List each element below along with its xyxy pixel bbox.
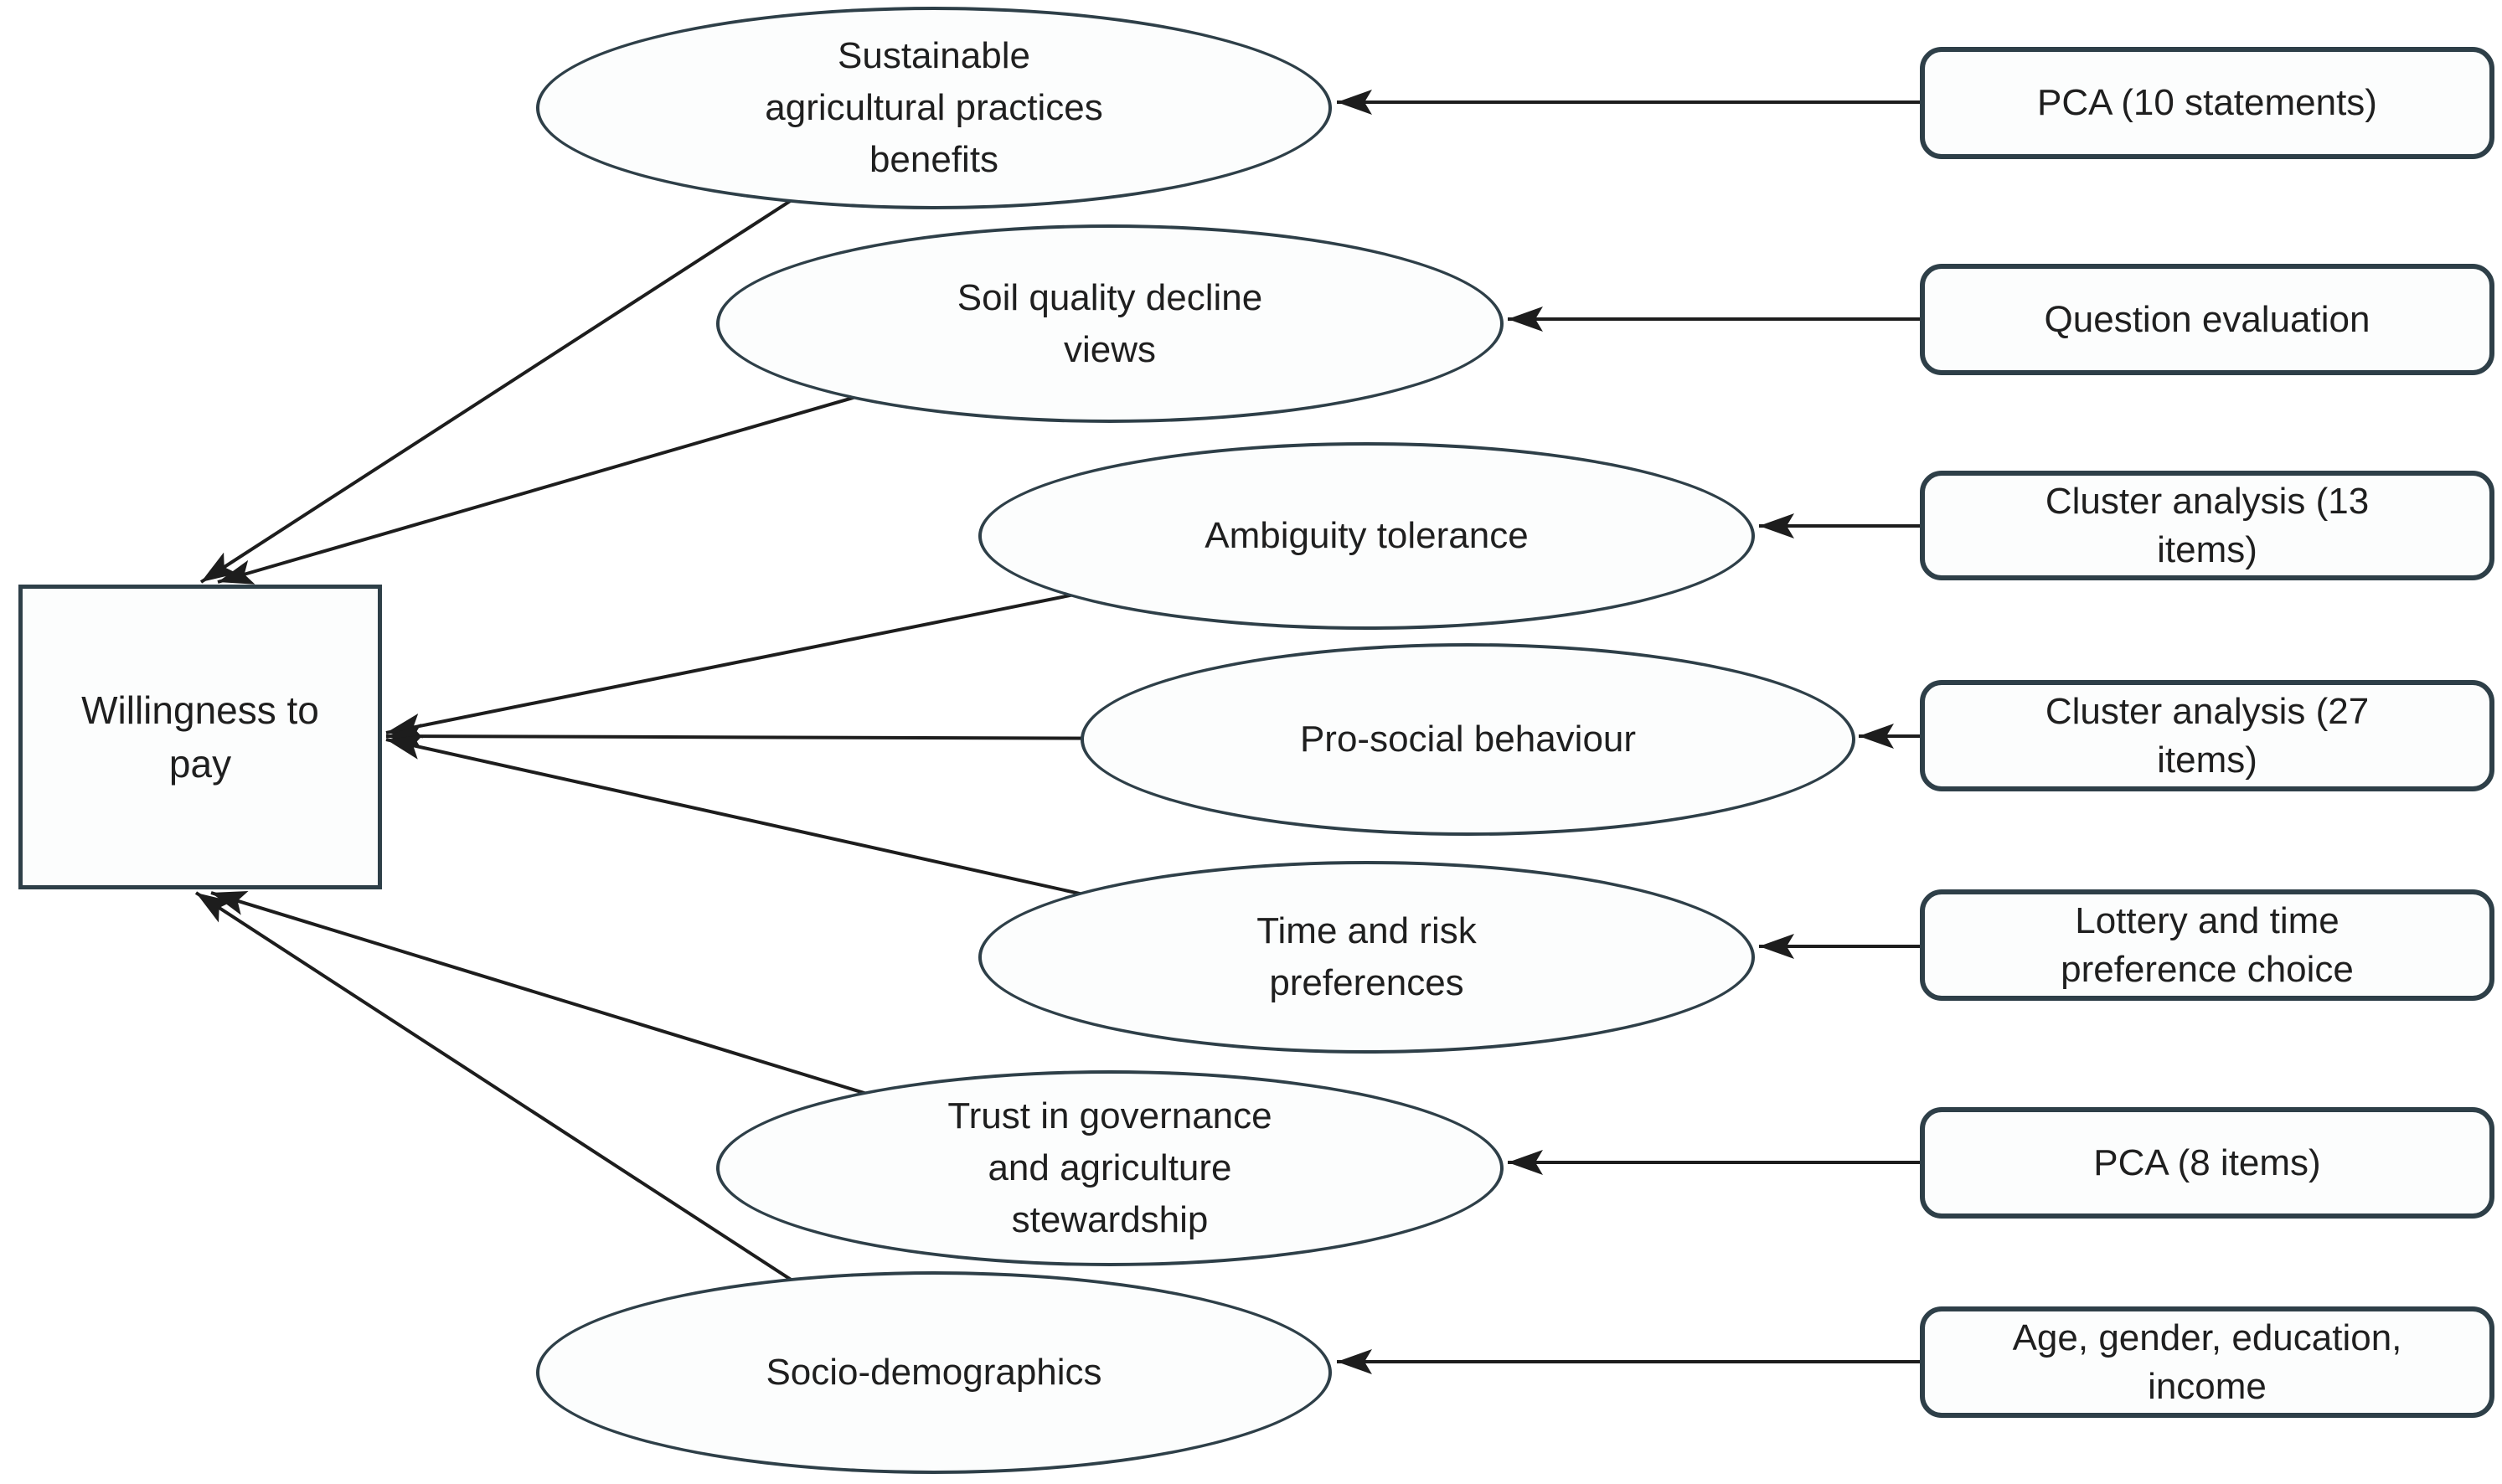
rect-pca-10-statements: PCA (10 statements) bbox=[1920, 47, 2494, 159]
ellipse-trust-in-governance-and-agriculture-stewardship: Trust in governance and agriculture stew… bbox=[716, 1070, 1504, 1266]
rect-age-gender-education-income: Age, gender, education, income bbox=[1920, 1306, 2494, 1418]
rect-lottery-and-time-preference-choice: Lottery and time preference choice bbox=[1920, 889, 2494, 1001]
ellipse-sustainable-agricultural-practices-benefits: Sustainable agricultural practices benef… bbox=[536, 7, 1332, 209]
rect-pca-8-items: PCA (8 items) bbox=[1920, 1107, 2494, 1219]
ellipse-socio-demographics: Socio-demographics bbox=[536, 1271, 1332, 1474]
ellipse-ambiguity-tolerance: Ambiguity tolerance bbox=[978, 442, 1755, 630]
ellipse-pro-social-behaviour: Pro-social behaviour bbox=[1081, 643, 1855, 836]
rect-cluster-analysis-13-items: Cluster analysis (13 items) bbox=[1920, 471, 2494, 580]
ellipse-soil-quality-decline-views: Soil quality decline views bbox=[716, 224, 1504, 423]
willingness-to-pay-box: Willingness to pay bbox=[18, 585, 382, 889]
rect-cluster-analysis-27-items: Cluster analysis (27 items) bbox=[1920, 680, 2494, 791]
rect-question-evaluation: Question evaluation bbox=[1920, 264, 2494, 375]
ellipse-time-and-risk-preferences: Time and risk preferences bbox=[978, 861, 1755, 1054]
